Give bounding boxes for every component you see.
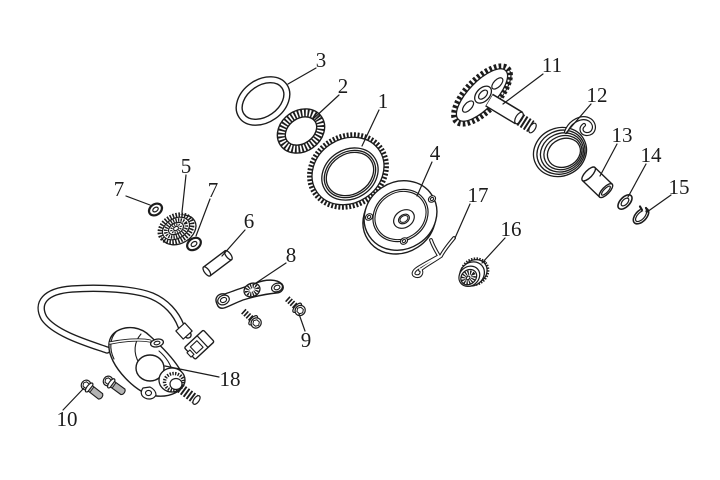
leader-line-flange-bolts <box>298 313 306 332</box>
part-number-ring-gear: 1 <box>378 89 389 113</box>
part-number-idler-gear: 5 <box>181 154 192 178</box>
part-number-pinion-cap: 16 <box>501 217 522 241</box>
cable-connector <box>184 329 215 360</box>
part-14-washer <box>617 194 633 210</box>
leader-line-starter-motor <box>164 365 220 378</box>
part-9-flange-bolts <box>239 294 307 330</box>
leader-line-driven-gear-shaft <box>502 73 544 105</box>
part-17-spring-clip <box>411 236 456 279</box>
leader-line-cover-plate <box>416 161 433 197</box>
part-10-mounting-bolts <box>78 373 129 403</box>
part-number-flange-bolts: 9 <box>301 328 312 352</box>
part-number-driven-gear-shaft: 11 <box>542 53 562 77</box>
leader-line-idler-gear <box>181 174 187 213</box>
part-7-washer-left <box>147 202 164 217</box>
leader-line-gasket-ring <box>287 67 317 85</box>
part-number-washer-right: 7 <box>208 178 219 202</box>
part-3-gasket-ring <box>235 76 291 126</box>
part-number-lever-arm: 8 <box>286 243 297 267</box>
leader-line-washer-left <box>125 195 151 206</box>
leader-line-pinion-cap <box>481 237 506 264</box>
part-number-bushing: 13 <box>612 123 633 147</box>
part-16-pinion-cap <box>458 257 490 287</box>
leader-line-washer <box>627 163 647 198</box>
leader-line-clutch-roller-ring <box>312 94 340 120</box>
leader-line-return-spring <box>565 103 592 134</box>
part-number-return-spring: 12 <box>587 83 608 107</box>
part-number-starter-motor: 18 <box>220 367 241 391</box>
part-11-shaft <box>485 93 537 134</box>
part-6-pin <box>202 249 233 277</box>
part-number-circlip: 15 <box>669 175 690 199</box>
leader-line-bushing <box>599 143 618 177</box>
part-number-gasket-ring: 3 <box>316 48 327 72</box>
leader-line-ring-gear <box>361 109 380 147</box>
part-number-cover-plate: 4 <box>430 141 441 165</box>
part-number-washer-left: 7 <box>114 177 125 201</box>
part-number-clutch-roller-ring: 2 <box>338 74 349 98</box>
part-11-driven-gear-shaft <box>451 63 537 134</box>
leader-line-mounting-bolts <box>62 387 85 411</box>
part-5-idler-gear <box>157 212 197 246</box>
leader-line-lever-arm <box>252 262 287 286</box>
part-4-cover-plate <box>362 180 438 255</box>
leader-line-washer-right <box>195 198 211 237</box>
part-number-mounting-bolts: 10 <box>57 407 78 431</box>
leader-line-spring-clip <box>454 203 471 239</box>
leader-line-pin <box>221 229 246 257</box>
part-13-bushing <box>581 166 614 199</box>
motor-shaft <box>177 383 198 404</box>
part-number-washer: 14 <box>641 143 663 167</box>
part-1-ring-gear <box>307 132 389 210</box>
part-number-spring-clip: 17 <box>468 183 489 207</box>
part-7-washer-right <box>186 236 202 252</box>
part-number-pin: 6 <box>244 209 255 233</box>
leader-line-circlip <box>646 194 672 213</box>
part-8-lever-arm <box>215 279 284 309</box>
part-18-starter-motor <box>37 284 215 405</box>
motor-boss <box>135 354 165 382</box>
part-15-circlip <box>632 204 650 225</box>
